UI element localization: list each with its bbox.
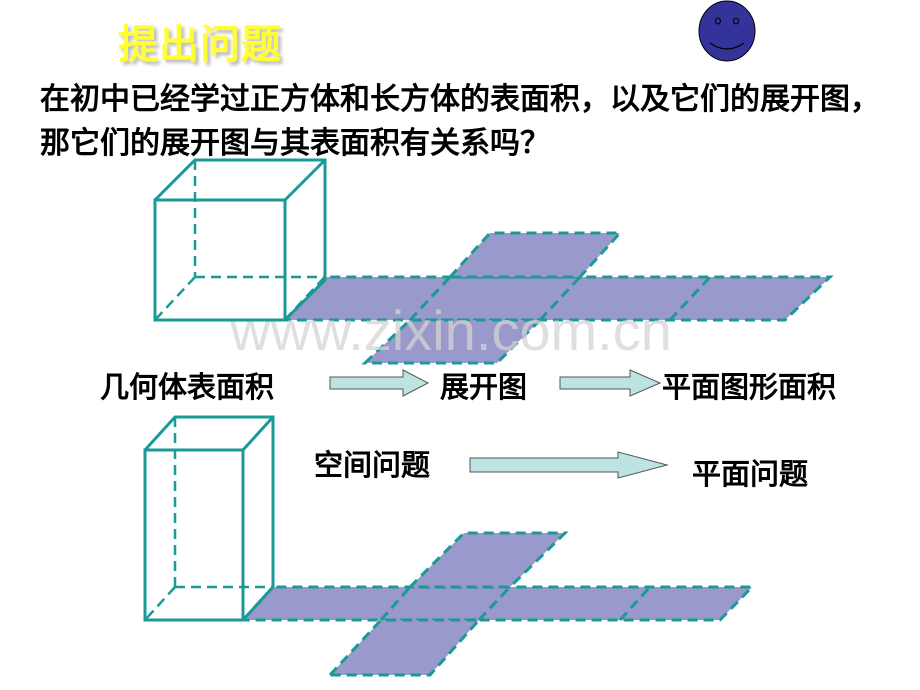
slide-title: 提出问题 [118,22,282,68]
label-space-problem: 空间问题 [314,448,431,482]
question-text: 在初中已经学过正方体和长方体的表面积，以及它们的展开图，那它们的展开图与其表面积… [40,82,880,161]
arrow-icon [469,451,669,479]
watermark: www.zixin.com.cn [229,299,672,362]
arrow-icon [329,369,430,397]
arrow-icon [559,369,662,397]
cube-net [281,231,834,365]
label-net: 展开图 [440,370,528,404]
cuboid [143,415,275,622]
label-plane-area: 平面图形面积 [662,370,837,404]
cuboid-net [239,531,756,677]
label-plane-problem: 平面问题 [692,457,809,491]
cube [153,158,327,322]
label-solid-surface-area: 几何体表面积 [100,370,275,404]
smiley-icon [698,0,756,62]
